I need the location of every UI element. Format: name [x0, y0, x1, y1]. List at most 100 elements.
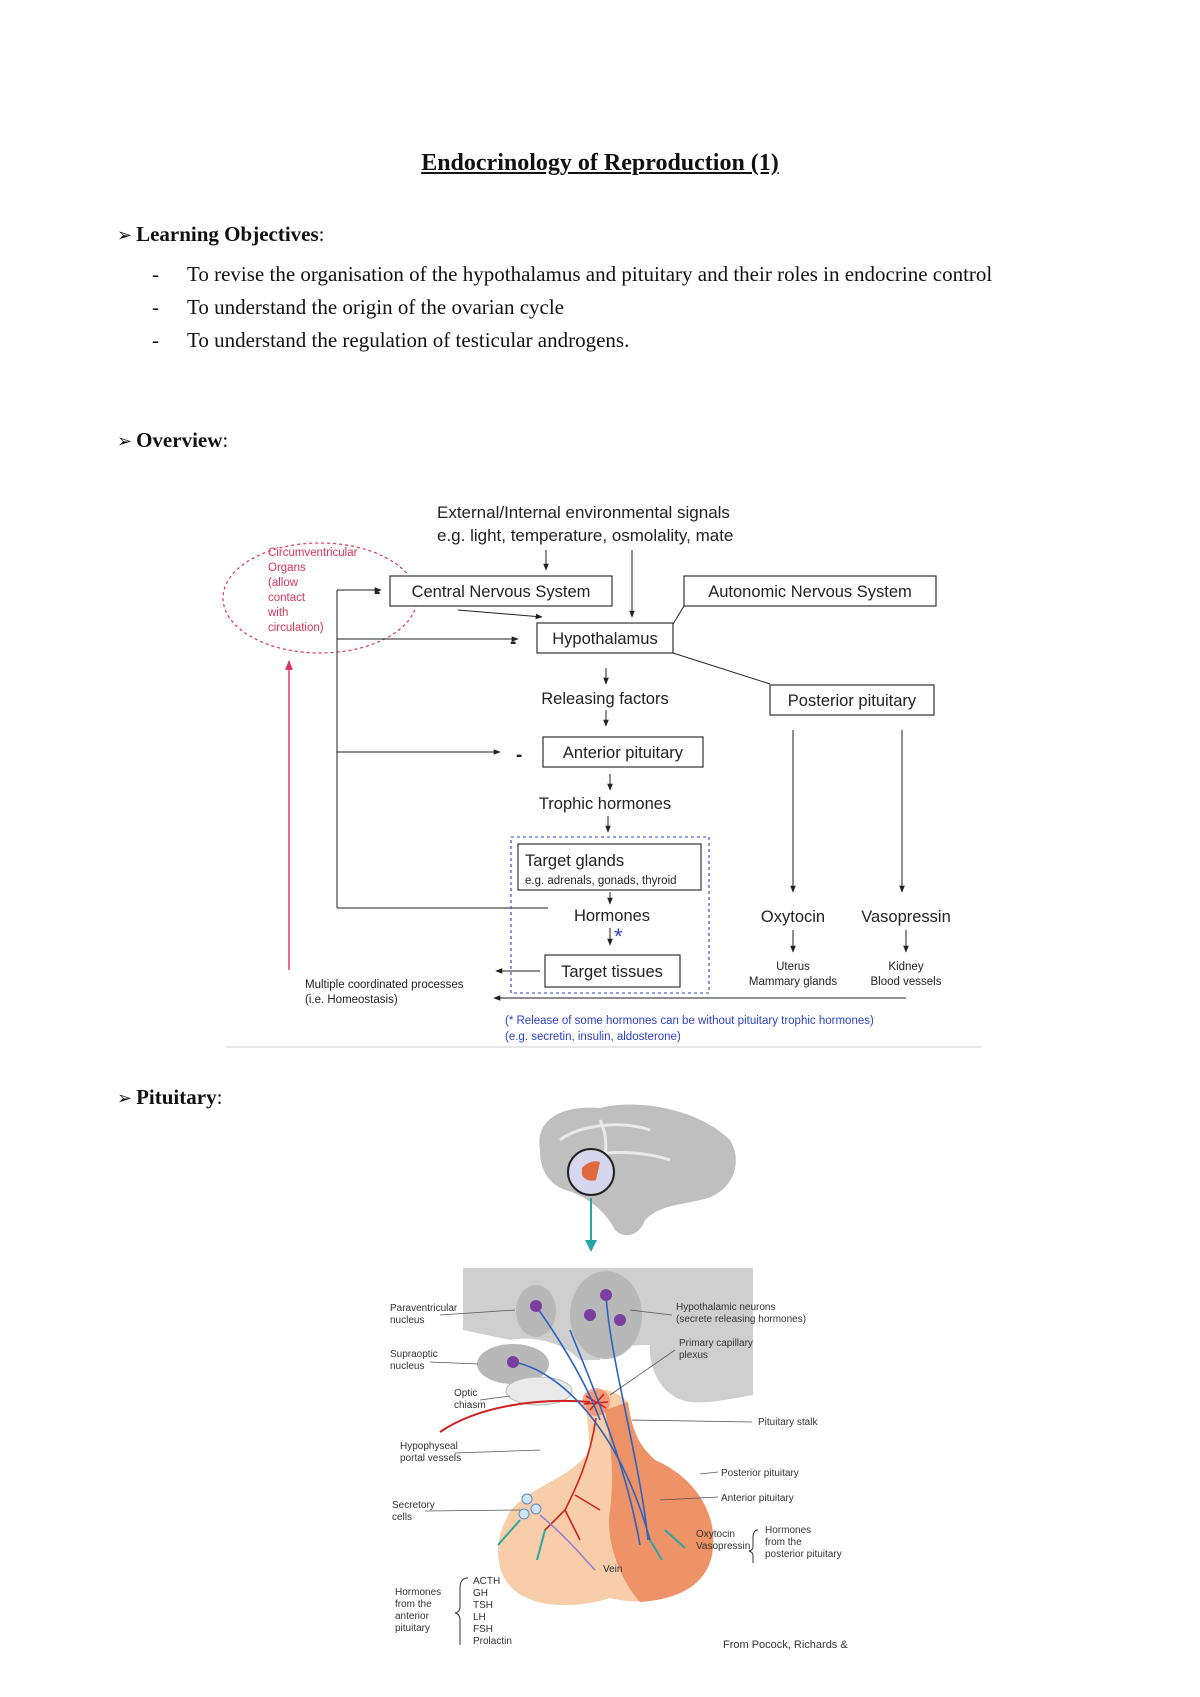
label-oxytocin: Oxytocin [696, 1529, 735, 1540]
ans-label: Autonomic Nervous System [708, 583, 912, 601]
kidney-label: Kidney [888, 961, 923, 973]
overview-heading-text: Overview [136, 428, 223, 452]
hypothalamus-label: Hypothalamus [552, 630, 657, 648]
arrow-bullet-icon: ➢ [117, 1088, 133, 1108]
note-line-1: (* Release of some hormones can be witho… [505, 1015, 874, 1027]
label-hormones-posterior: from the [765, 1537, 802, 1548]
label-hormones-anterior: anterior [395, 1611, 430, 1622]
label-hypothalamic: Hypothalamic neurons [676, 1302, 776, 1313]
brace-icon [748, 1529, 759, 1563]
dash-bullet: - [152, 295, 159, 319]
mammary-label: Mammary glands [749, 976, 837, 988]
label-optic: chiasm [454, 1400, 486, 1411]
target-glands-label: Target glands [525, 852, 624, 870]
label-primary-capillary: plexus [679, 1350, 708, 1361]
note-line-2: (e.g. secretin, insulin, aldosterone) [505, 1031, 681, 1043]
connector [672, 605, 685, 625]
cns-label: Central Nervous System [412, 583, 591, 601]
ans-box [683, 575, 937, 607]
label-hormones-posterior: Hormones [765, 1525, 811, 1536]
pituitary-figure: Paraventricular nucleus Supraoptic nucle… [390, 1104, 848, 1651]
label-posterior: Posterior pituitary [721, 1468, 799, 1479]
posterior-pituitary-shape [605, 1402, 714, 1602]
anterior-pituitary-box [542, 736, 704, 768]
cvo-line: Organs [268, 562, 306, 574]
colon: : [216, 1085, 223, 1109]
connector [672, 652, 771, 685]
optic-chiasm [505, 1376, 573, 1406]
cvo-line: Circumventricular [268, 547, 358, 559]
label-paraventricular: nucleus [390, 1315, 424, 1326]
target-dashed-box [510, 836, 710, 994]
cvo-ellipse [222, 542, 418, 654]
hypothalamic-nucleus [570, 1271, 642, 1359]
neuron-axons [512, 1294, 651, 1546]
signals-label-2: e.g. light, temperature, osmolality, mat… [437, 526, 733, 545]
cvo-line: contact [268, 592, 306, 604]
section-heading-objectives: ➢Learning Objectives: [117, 222, 325, 247]
hormones-label: Hormones [574, 907, 650, 925]
label-supraoptic: nucleus [390, 1361, 424, 1372]
hormone-item: TSH [473, 1600, 493, 1611]
capillary-lines [583, 1393, 609, 1411]
secretory-cells [518, 1493, 542, 1520]
minus-sign: - [374, 582, 380, 603]
cvo-line: circulation) [268, 622, 324, 634]
section-heading-pituitary: ➢Pituitary: [117, 1085, 222, 1110]
page-title: Endocrinology of Reproduction (1) [421, 150, 779, 176]
brain-outline [539, 1104, 736, 1236]
label-primary-capillary: Primary capillary [679, 1338, 753, 1349]
label-hormones-posterior: posterior pituitary [765, 1549, 842, 1560]
section-heading-overview: ➢Overview: [117, 428, 228, 453]
hormone-release-arrows [497, 1519, 686, 1561]
label-hormones-anterior: pituitary [395, 1623, 430, 1634]
arrow-bullet-icon: ➢ [117, 431, 133, 451]
vasopressin-label: Vasopressin [861, 908, 951, 926]
leader-lines [424, 1309, 753, 1512]
posterior-pituitary-label: Posterior pituitary [788, 692, 917, 710]
multiple-processes-label: Multiple coordinated processes [305, 979, 464, 991]
posterior-pituitary-box [769, 684, 935, 716]
trophic-hormones-label: Trophic hormones [539, 795, 671, 813]
hormone-item: Prolactin [473, 1636, 512, 1647]
label-vein: Vein [603, 1564, 622, 1575]
colon: : [318, 222, 325, 246]
minus-sign: - [510, 632, 516, 653]
target-tissues-box [544, 954, 681, 988]
pituitary-heading-text: Pituitary [136, 1085, 217, 1109]
target-glands-example: e.g. adrenals, gonads, thyroid [525, 875, 677, 887]
label-hypophyseal: Hypophyseal [400, 1441, 458, 1452]
portal-vessels [544, 1417, 601, 1541]
cvo-line: with [267, 607, 288, 619]
credit-text: From Pocock, Richards & [723, 1639, 848, 1651]
pituitary-labels: Paraventricular nucleus Supraoptic nucle… [390, 1302, 842, 1647]
hormone-item: ACTH [473, 1576, 500, 1587]
list-item: -To revise the organisation of the hypot… [152, 258, 1092, 291]
arrow [457, 609, 543, 620]
label-hypothalamic: (secrete releasing hormones) [676, 1314, 806, 1325]
hormone-item: FSH [473, 1624, 493, 1635]
label-stalk: Pituitary stalk [758, 1417, 818, 1428]
dash-bullet: - [152, 328, 159, 352]
zoom-arrow-head [585, 1240, 597, 1252]
star-icon: * [614, 924, 623, 949]
dash-bullet: - [152, 262, 159, 286]
cvo-line: (allow [268, 577, 299, 589]
brace-icon [454, 1577, 469, 1645]
label-secretory: cells [392, 1512, 412, 1523]
colon: : [222, 428, 229, 452]
target-glands-box [517, 843, 702, 891]
label-vasopressin: Vasopressin [696, 1541, 750, 1552]
overview-figure: External/Internal environmental signals … [222, 503, 981, 1048]
target-tissues-label: Target tissues [561, 963, 663, 981]
label-supraoptic: Supraoptic [390, 1349, 438, 1360]
minus-sign: - [516, 745, 522, 766]
list-item: - To understand the regulation of testicu… [152, 324, 1092, 357]
hormone-item: LH [473, 1612, 486, 1623]
anterior-pituitary-label: Anterior pituitary [563, 744, 684, 762]
label-secretory: Secretory [392, 1500, 435, 1511]
objective-text: To understand the regulation of testicul… [187, 328, 630, 352]
cvo-label: Circumventricular Organs (allow contact … [267, 547, 358, 634]
pituitary-highlight [582, 1161, 600, 1181]
label-hormones-anterior: Hormones [395, 1587, 441, 1598]
